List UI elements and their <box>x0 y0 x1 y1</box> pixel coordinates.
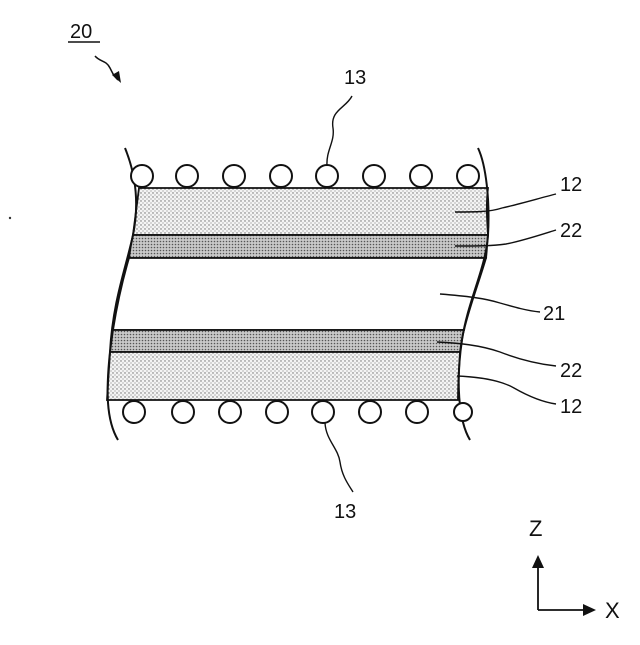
label-particles-bottom: 13 <box>334 501 356 523</box>
assembly-label: 20 <box>70 21 92 43</box>
outer-layer-bottom <box>107 352 460 400</box>
leader-outer-bottom <box>457 376 556 404</box>
inner-layer-bottom <box>110 330 464 352</box>
layer-stack <box>107 148 489 440</box>
z-axis-arrowhead <box>532 555 544 568</box>
particle <box>316 165 338 187</box>
particle <box>176 165 198 187</box>
leader-particles-bottom <box>325 423 353 492</box>
label-core-layer: 21 <box>543 303 565 325</box>
label-inner-layer-bottom: 22 <box>560 360 582 382</box>
particle <box>410 165 432 187</box>
label-outer-layer-bottom: 12 <box>560 396 582 418</box>
particle <box>270 165 292 187</box>
particle <box>123 401 145 423</box>
x-axis-arrowhead <box>583 604 596 616</box>
particle <box>266 401 288 423</box>
z-axis-label: Z <box>529 516 542 541</box>
particles-row-bottom <box>123 401 472 423</box>
particle <box>172 401 194 423</box>
x-axis-label: X <box>605 598 620 623</box>
particle <box>131 165 153 187</box>
particle <box>454 403 472 421</box>
particle <box>223 165 245 187</box>
particle <box>312 401 334 423</box>
particle <box>219 401 241 423</box>
particle <box>359 401 381 423</box>
label-particles-top: 13 <box>344 67 366 89</box>
inner-layer-top <box>129 235 488 258</box>
assembly-arrowhead <box>112 71 121 83</box>
particle <box>363 165 385 187</box>
particle <box>457 165 479 187</box>
label-outer-layer-top: 12 <box>560 174 582 196</box>
axis-indicator: Z X <box>529 516 620 623</box>
particle <box>406 401 428 423</box>
core-layer <box>113 258 486 330</box>
leader-particles-top <box>327 96 352 166</box>
label-inner-layer-top: 22 <box>560 220 582 242</box>
outer-layer-top <box>133 188 488 235</box>
speck <box>9 217 11 219</box>
particles-row-top <box>131 165 479 187</box>
